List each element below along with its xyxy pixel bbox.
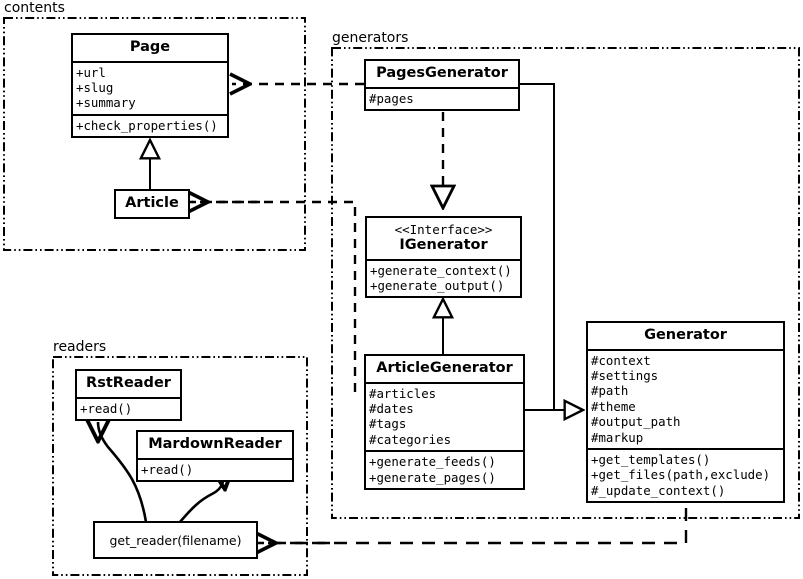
class-igenerator-methods: +generate_context() +generate_output() — [367, 258, 520, 297]
class-mardownreader[interactable]: MardownReader +read() — [136, 430, 294, 483]
class-article[interactable]: Article — [114, 189, 190, 219]
class-rstreader[interactable]: RstReader +read() — [75, 369, 182, 422]
class-articlegenerator-methods: +generate_feeds() +generate_pages() — [366, 450, 523, 488]
method: +generate_output() — [370, 278, 505, 294]
method: +read() — [141, 461, 194, 477]
package-label-readers: readers — [53, 339, 107, 355]
class-igenerator-name: IGenerator — [399, 237, 488, 253]
class-rstreader-title: RstReader — [86, 375, 171, 391]
method: #_update_context() — [591, 482, 726, 498]
attribute: #settings — [591, 368, 659, 384]
attribute: +slug — [76, 80, 114, 96]
class-generator[interactable]: Generator #context #settings #path #them… — [586, 321, 785, 504]
class-igenerator-stereotype: <<Interface>> — [394, 222, 493, 237]
package-label-generators: generators — [332, 30, 409, 46]
relation-generator-to-getreader — [258, 508, 688, 543]
attribute: #output_path — [591, 414, 681, 430]
method: +get_templates() — [591, 451, 711, 467]
method: +read() — [80, 400, 133, 416]
attribute: #dates — [369, 401, 414, 417]
attribute: #theme — [591, 398, 636, 414]
class-igenerator[interactable]: <<Interface>> IGenerator +generate_conte… — [365, 216, 522, 299]
class-page-title: Page — [129, 39, 171, 55]
class-generator-methods: +get_templates() +get_files(path,exclude… — [588, 447, 783, 501]
method: +generate_feeds() — [369, 454, 496, 470]
class-pagesgenerator[interactable]: PagesGenerator #pages — [364, 59, 520, 112]
class-page[interactable]: Page +url +slug +summary +check_properti… — [71, 33, 229, 139]
attribute: #pages — [369, 90, 414, 106]
attribute: #markup — [591, 429, 644, 445]
class-mardownreader-methods: +read() — [138, 457, 292, 480]
method: +check_properties() — [76, 117, 218, 133]
relation-articlegenerator-to-article — [190, 202, 357, 392]
class-igenerator-title: <<Interface>> IGenerator — [367, 218, 520, 259]
class-articlegenerator[interactable]: ArticleGenerator #articles #dates #tags … — [364, 354, 525, 490]
attribute: +summary — [76, 95, 136, 111]
method: +get_files(path,exclude) — [591, 467, 771, 483]
attribute: #articles — [369, 385, 437, 401]
method: +generate_pages() — [369, 469, 496, 485]
function-box-label: get_reader(filename) — [109, 532, 242, 548]
class-pagesgenerator-attributes: #pages — [366, 86, 518, 109]
attribute: +url — [76, 64, 106, 80]
class-rstreader-methods: +read() — [77, 396, 180, 419]
class-page-methods: +check_properties() — [73, 113, 227, 136]
class-articlegenerator-title: ArticleGenerator — [376, 360, 513, 376]
attribute: #path — [591, 383, 629, 399]
class-generator-title: Generator — [644, 327, 727, 343]
class-mardownreader-title: MardownReader — [148, 436, 282, 452]
attribute: #categories — [369, 431, 452, 447]
class-generator-attributes: #context #settings #path #theme #output_… — [588, 348, 783, 448]
class-page-attributes: +url +slug +summary — [73, 60, 227, 114]
function-box-get-reader[interactable]: get_reader(filename) — [93, 521, 258, 559]
class-article-title: Article — [125, 195, 179, 211]
package-label-contents: contents — [4, 0, 65, 16]
class-articlegenerator-attributes: #articles #dates #tags #categories — [366, 381, 523, 451]
method: +generate_context() — [370, 262, 512, 278]
class-pagesgenerator-title: PagesGenerator — [376, 65, 508, 81]
attribute: #context — [591, 352, 651, 368]
attribute: #tags — [369, 416, 407, 432]
